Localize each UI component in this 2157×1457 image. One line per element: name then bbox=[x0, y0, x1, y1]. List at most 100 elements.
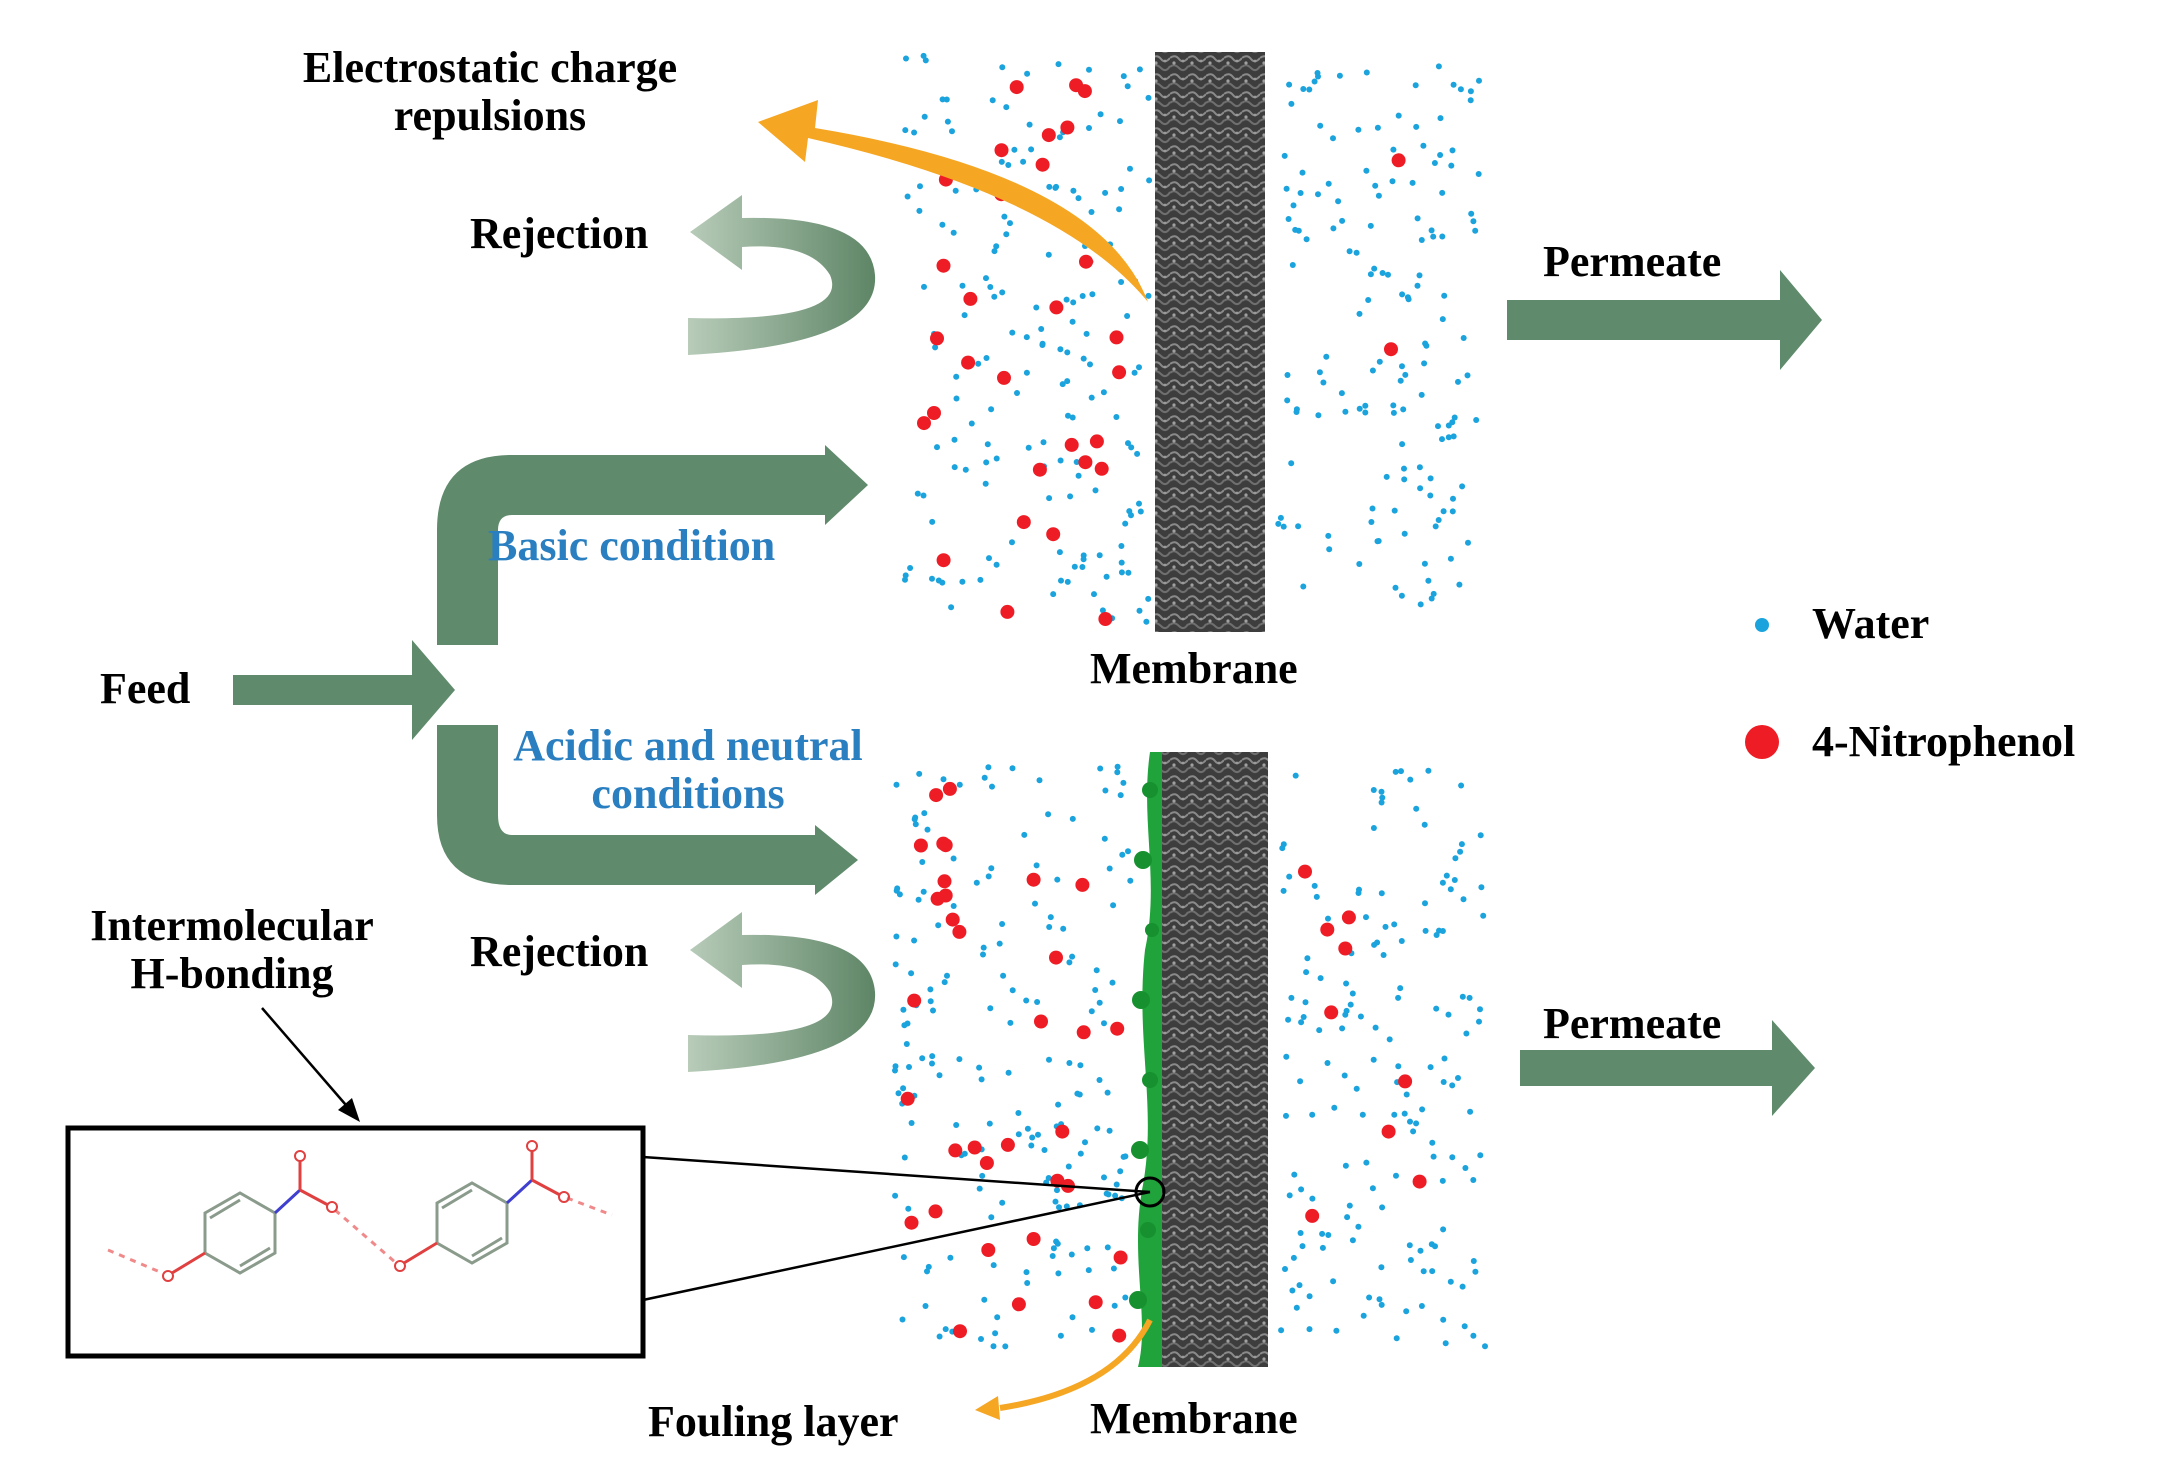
water-particle bbox=[941, 979, 948, 986]
nitrophenol-particle bbox=[1011, 1297, 1026, 1312]
water-particle bbox=[1302, 999, 1309, 1006]
nitrophenol-particle bbox=[1078, 455, 1093, 470]
water-particle bbox=[1440, 1226, 1447, 1233]
nitrophenol-particle bbox=[1109, 330, 1124, 345]
water-particle bbox=[1056, 1204, 1062, 1211]
nitrophenol-particle bbox=[1076, 1025, 1091, 1040]
water-particle bbox=[1477, 832, 1484, 839]
water-particle bbox=[1455, 1075, 1461, 1081]
legend-nitrophenol-dot bbox=[1745, 725, 1779, 759]
water-particle bbox=[1372, 1024, 1379, 1031]
water-particle bbox=[1146, 177, 1153, 184]
water-particle bbox=[1378, 1301, 1385, 1308]
water-particle bbox=[1344, 1214, 1351, 1221]
water-particle bbox=[1054, 876, 1061, 883]
water-particle bbox=[1315, 412, 1322, 419]
water-particle bbox=[902, 576, 908, 583]
nitrophenol-particle bbox=[963, 291, 978, 306]
water-particle bbox=[1425, 767, 1432, 774]
water-particle bbox=[1053, 1238, 1060, 1245]
nitrophenol-particle bbox=[1060, 120, 1075, 135]
water-particle bbox=[1143, 618, 1150, 625]
water-particle bbox=[998, 158, 1005, 165]
water-particle bbox=[1111, 1302, 1118, 1309]
water-particle bbox=[1417, 601, 1424, 608]
water-particle bbox=[1306, 1293, 1313, 1300]
water-particle bbox=[1046, 183, 1053, 190]
water-particle bbox=[919, 859, 926, 865]
water-particle bbox=[1397, 377, 1404, 384]
water-particle bbox=[1458, 782, 1465, 789]
water-particle bbox=[1069, 953, 1076, 960]
water-particle bbox=[1418, 237, 1425, 243]
water-particle bbox=[936, 1333, 943, 1340]
water-particle bbox=[1075, 195, 1082, 202]
nitrophenol-particle bbox=[1112, 365, 1127, 380]
water-particle bbox=[1457, 848, 1464, 855]
water-particle bbox=[911, 937, 918, 944]
legend-water-label: Water bbox=[1812, 599, 1930, 648]
water-particle bbox=[1378, 788, 1385, 795]
water-particle bbox=[1064, 578, 1071, 585]
water-particle bbox=[1124, 83, 1131, 90]
water-particle bbox=[1320, 379, 1327, 386]
water-particle bbox=[1046, 495, 1053, 502]
water-particle bbox=[1370, 825, 1377, 831]
water-particle bbox=[1378, 890, 1385, 897]
water-particle bbox=[1127, 165, 1133, 172]
water-particle bbox=[984, 441, 991, 448]
water-particle bbox=[1397, 985, 1404, 992]
water-particle bbox=[1054, 1187, 1060, 1194]
water-particle bbox=[1298, 1186, 1305, 1193]
water-particle bbox=[1275, 520, 1282, 527]
water-particle bbox=[939, 221, 946, 228]
water-particle bbox=[1440, 1316, 1447, 1323]
water-particle bbox=[1041, 1147, 1048, 1153]
water-particle bbox=[1118, 569, 1125, 576]
water-particle bbox=[1389, 178, 1396, 185]
water-particle bbox=[1303, 969, 1310, 976]
nitrophenol-particle bbox=[967, 1140, 982, 1155]
water-particle bbox=[920, 888, 927, 895]
water-particle bbox=[1300, 86, 1307, 92]
water-particle bbox=[1449, 1154, 1456, 1161]
nitrophenol-particle bbox=[1089, 434, 1104, 449]
water-particles-bottom bbox=[892, 763, 1488, 1350]
water-particle bbox=[977, 576, 984, 583]
h-bonding-inset-box bbox=[65, 1125, 646, 1359]
water-particle bbox=[895, 1090, 902, 1097]
water-particle bbox=[1323, 353, 1330, 360]
water-particle bbox=[1419, 1106, 1426, 1113]
water-particle bbox=[947, 1254, 954, 1261]
water-particle bbox=[1101, 1174, 1107, 1181]
water-particle bbox=[1428, 227, 1435, 234]
water-particle bbox=[983, 355, 990, 361]
water-particle bbox=[900, 1085, 907, 1092]
water-particle bbox=[1414, 282, 1421, 289]
nitrophenol-particle bbox=[1412, 1174, 1427, 1189]
nitrophenol-particle bbox=[1000, 1137, 1015, 1152]
water-particle bbox=[1317, 975, 1324, 982]
water-particle bbox=[1326, 546, 1333, 553]
water-particle bbox=[1422, 927, 1429, 934]
water-particle bbox=[1393, 1172, 1399, 1179]
water-particle bbox=[1290, 1254, 1297, 1261]
water-particle bbox=[1106, 1127, 1113, 1134]
water-particle bbox=[950, 855, 957, 862]
nitrophenol-particle bbox=[1026, 872, 1041, 887]
water-particle bbox=[1347, 1001, 1354, 1008]
water-particle bbox=[1363, 1159, 1370, 1166]
water-particle bbox=[986, 1120, 993, 1127]
nitrophenol-particle bbox=[1384, 342, 1398, 357]
permeate-arrow-top bbox=[1507, 270, 1822, 370]
water-particle bbox=[1122, 520, 1129, 527]
water-particle bbox=[1439, 879, 1446, 886]
water-particle bbox=[1313, 893, 1320, 900]
water-particle bbox=[1325, 915, 1331, 922]
water-particle bbox=[1033, 304, 1040, 311]
water-particle bbox=[1299, 1243, 1306, 1250]
water-particle bbox=[1024, 1125, 1031, 1132]
water-particle bbox=[1401, 476, 1408, 483]
water-particle bbox=[1117, 1168, 1124, 1175]
water-particle bbox=[1449, 419, 1456, 426]
